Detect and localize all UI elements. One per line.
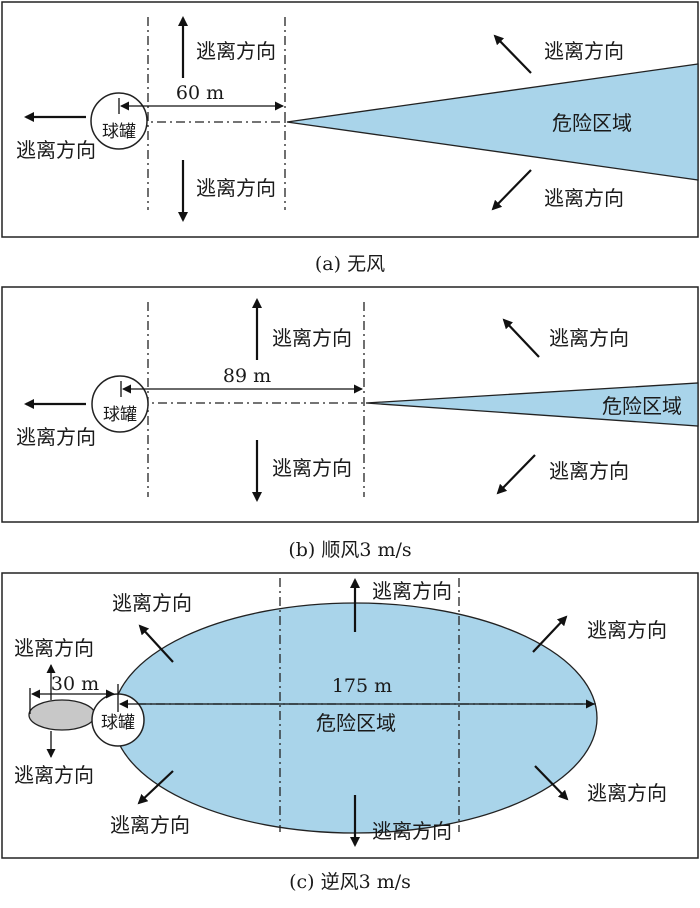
escape-arrow-down-left — [491, 169, 532, 211]
danger-zone-triangle — [365, 382, 699, 427]
danger-zone-label: 危险区域 — [316, 711, 396, 735]
escape-label-down: 逃离方向 — [272, 456, 352, 480]
escape-label-up-left: 逃离方向 — [549, 326, 629, 350]
source-zone-ellipse — [28, 699, 96, 731]
escape-label-down: 逃离方向 — [196, 176, 276, 200]
panel-b: 球罐 89 m 危险区域 逃离方向 逃离方向 逃离方向 逃离方向 逃离方向 (b… — [1, 286, 699, 561]
escape-label-up: 逃离方向 — [372, 579, 452, 603]
escape-label-left: 逃离方向 — [16, 425, 96, 449]
tank-label: 球罐 — [103, 405, 137, 425]
escape-label-up-left: 逃离方向 — [112, 591, 192, 615]
escape-arrow-up-left — [502, 318, 540, 358]
small-distance-label: 30 m — [51, 673, 99, 695]
escape-label-down-left: 逃离方向 — [110, 813, 190, 837]
danger-zone-label: 危险区域 — [602, 394, 682, 418]
escape-label-source-up: 逃离方向 — [14, 636, 94, 660]
escape-label-down-left: 逃离方向 — [544, 186, 624, 210]
escape-arrow-down-left — [496, 454, 536, 495]
panel-a: 球罐 60 m 危险区域 逃离方向 逃离方向 逃离方向 逃离方向 逃离方向 (a… — [1, 1, 699, 275]
panel-c-frame — [1, 572, 699, 859]
danger-zone-label: 危险区域 — [552, 111, 632, 135]
escape-label-up: 逃离方向 — [196, 39, 276, 63]
tank-label: 球罐 — [101, 713, 135, 733]
panel-c: 球罐 175 m 危险区域 30 m 逃离方向 逃离方向 逃离方向 逃离方向 逃… — [1, 572, 699, 893]
escape-arrow-down-right — [534, 765, 569, 801]
panel-a-caption: (a) 无风 — [315, 253, 385, 275]
escape-arrow-down-left — [137, 770, 174, 805]
escape-arrow-up-right — [532, 615, 568, 653]
escape-arrow-up-left — [138, 624, 174, 663]
escape-label-down-right: 逃离方向 — [587, 781, 667, 805]
escape-label-up: 逃离方向 — [272, 326, 352, 350]
distance-label: 89 m — [223, 365, 271, 387]
escape-label-down-left: 逃离方向 — [549, 459, 629, 483]
escape-label-left: 逃离方向 — [16, 138, 96, 162]
panel-b-caption: (b) 顺风3 m/s — [288, 539, 411, 561]
escape-label-up-left: 逃离方向 — [544, 39, 624, 63]
escape-label-up-right: 逃离方向 — [587, 618, 667, 642]
danger-zone-triangle — [286, 63, 699, 181]
escape-label-down: 逃离方向 — [372, 819, 452, 843]
tank-label: 球罐 — [102, 122, 136, 142]
distance-label: 60 m — [176, 82, 224, 104]
escape-arrow-up-left — [493, 34, 532, 74]
escape-label-source-down: 逃离方向 — [14, 763, 94, 787]
panel-c-caption: (c) 逆风3 m/s — [289, 871, 411, 893]
distance-label: 175 m — [332, 675, 392, 697]
